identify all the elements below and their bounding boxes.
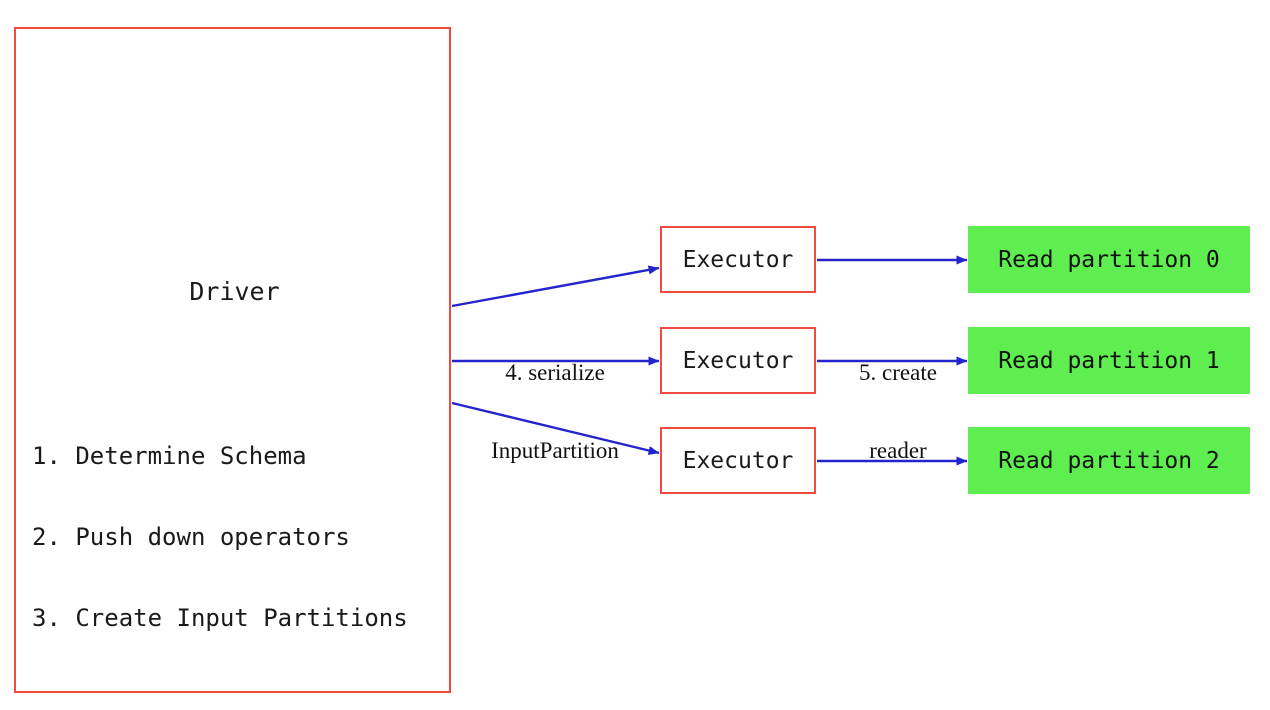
edge-label-serialize-line-1: 4. serialize: [505, 360, 605, 385]
driver-step-2: 2. Push down operators: [32, 523, 350, 551]
read-partition-box-0: Read partition 0: [968, 226, 1250, 293]
read-partition-box-2: Read partition 2: [968, 427, 1250, 494]
read-partition-box-1: Read partition 1: [968, 327, 1250, 394]
driver-title: Driver: [189, 277, 280, 306]
edge-label-create-reader: 5. create reader: [828, 308, 968, 490]
driver-step-1: 1. Determine Schema: [32, 442, 307, 470]
edge-label-create-reader-line-1: 5. create: [859, 360, 937, 385]
edge-label-serialize-line-2: InputPartition: [491, 438, 619, 463]
edge-label-serialize-input-partition: 4. serialize InputPartition: [462, 308, 648, 490]
arrow-driver-to-executor-2: [451, 401, 660, 455]
driver-box: Driver 1. Determine Schema 2. Push down …: [14, 27, 451, 693]
executor-box-0: Executor: [660, 226, 816, 293]
executor-box-2: Executor: [660, 427, 816, 494]
executor-box-1: Executor: [660, 327, 816, 394]
driver-step-3: 3. Create Input Partitions: [32, 604, 408, 632]
driver-steps-list: 1. Determine Schema 2. Push down operato…: [32, 389, 408, 686]
edge-label-create-reader-line-2: reader: [869, 438, 927, 463]
arrow-driver-to-executor-0: [451, 265, 660, 308]
